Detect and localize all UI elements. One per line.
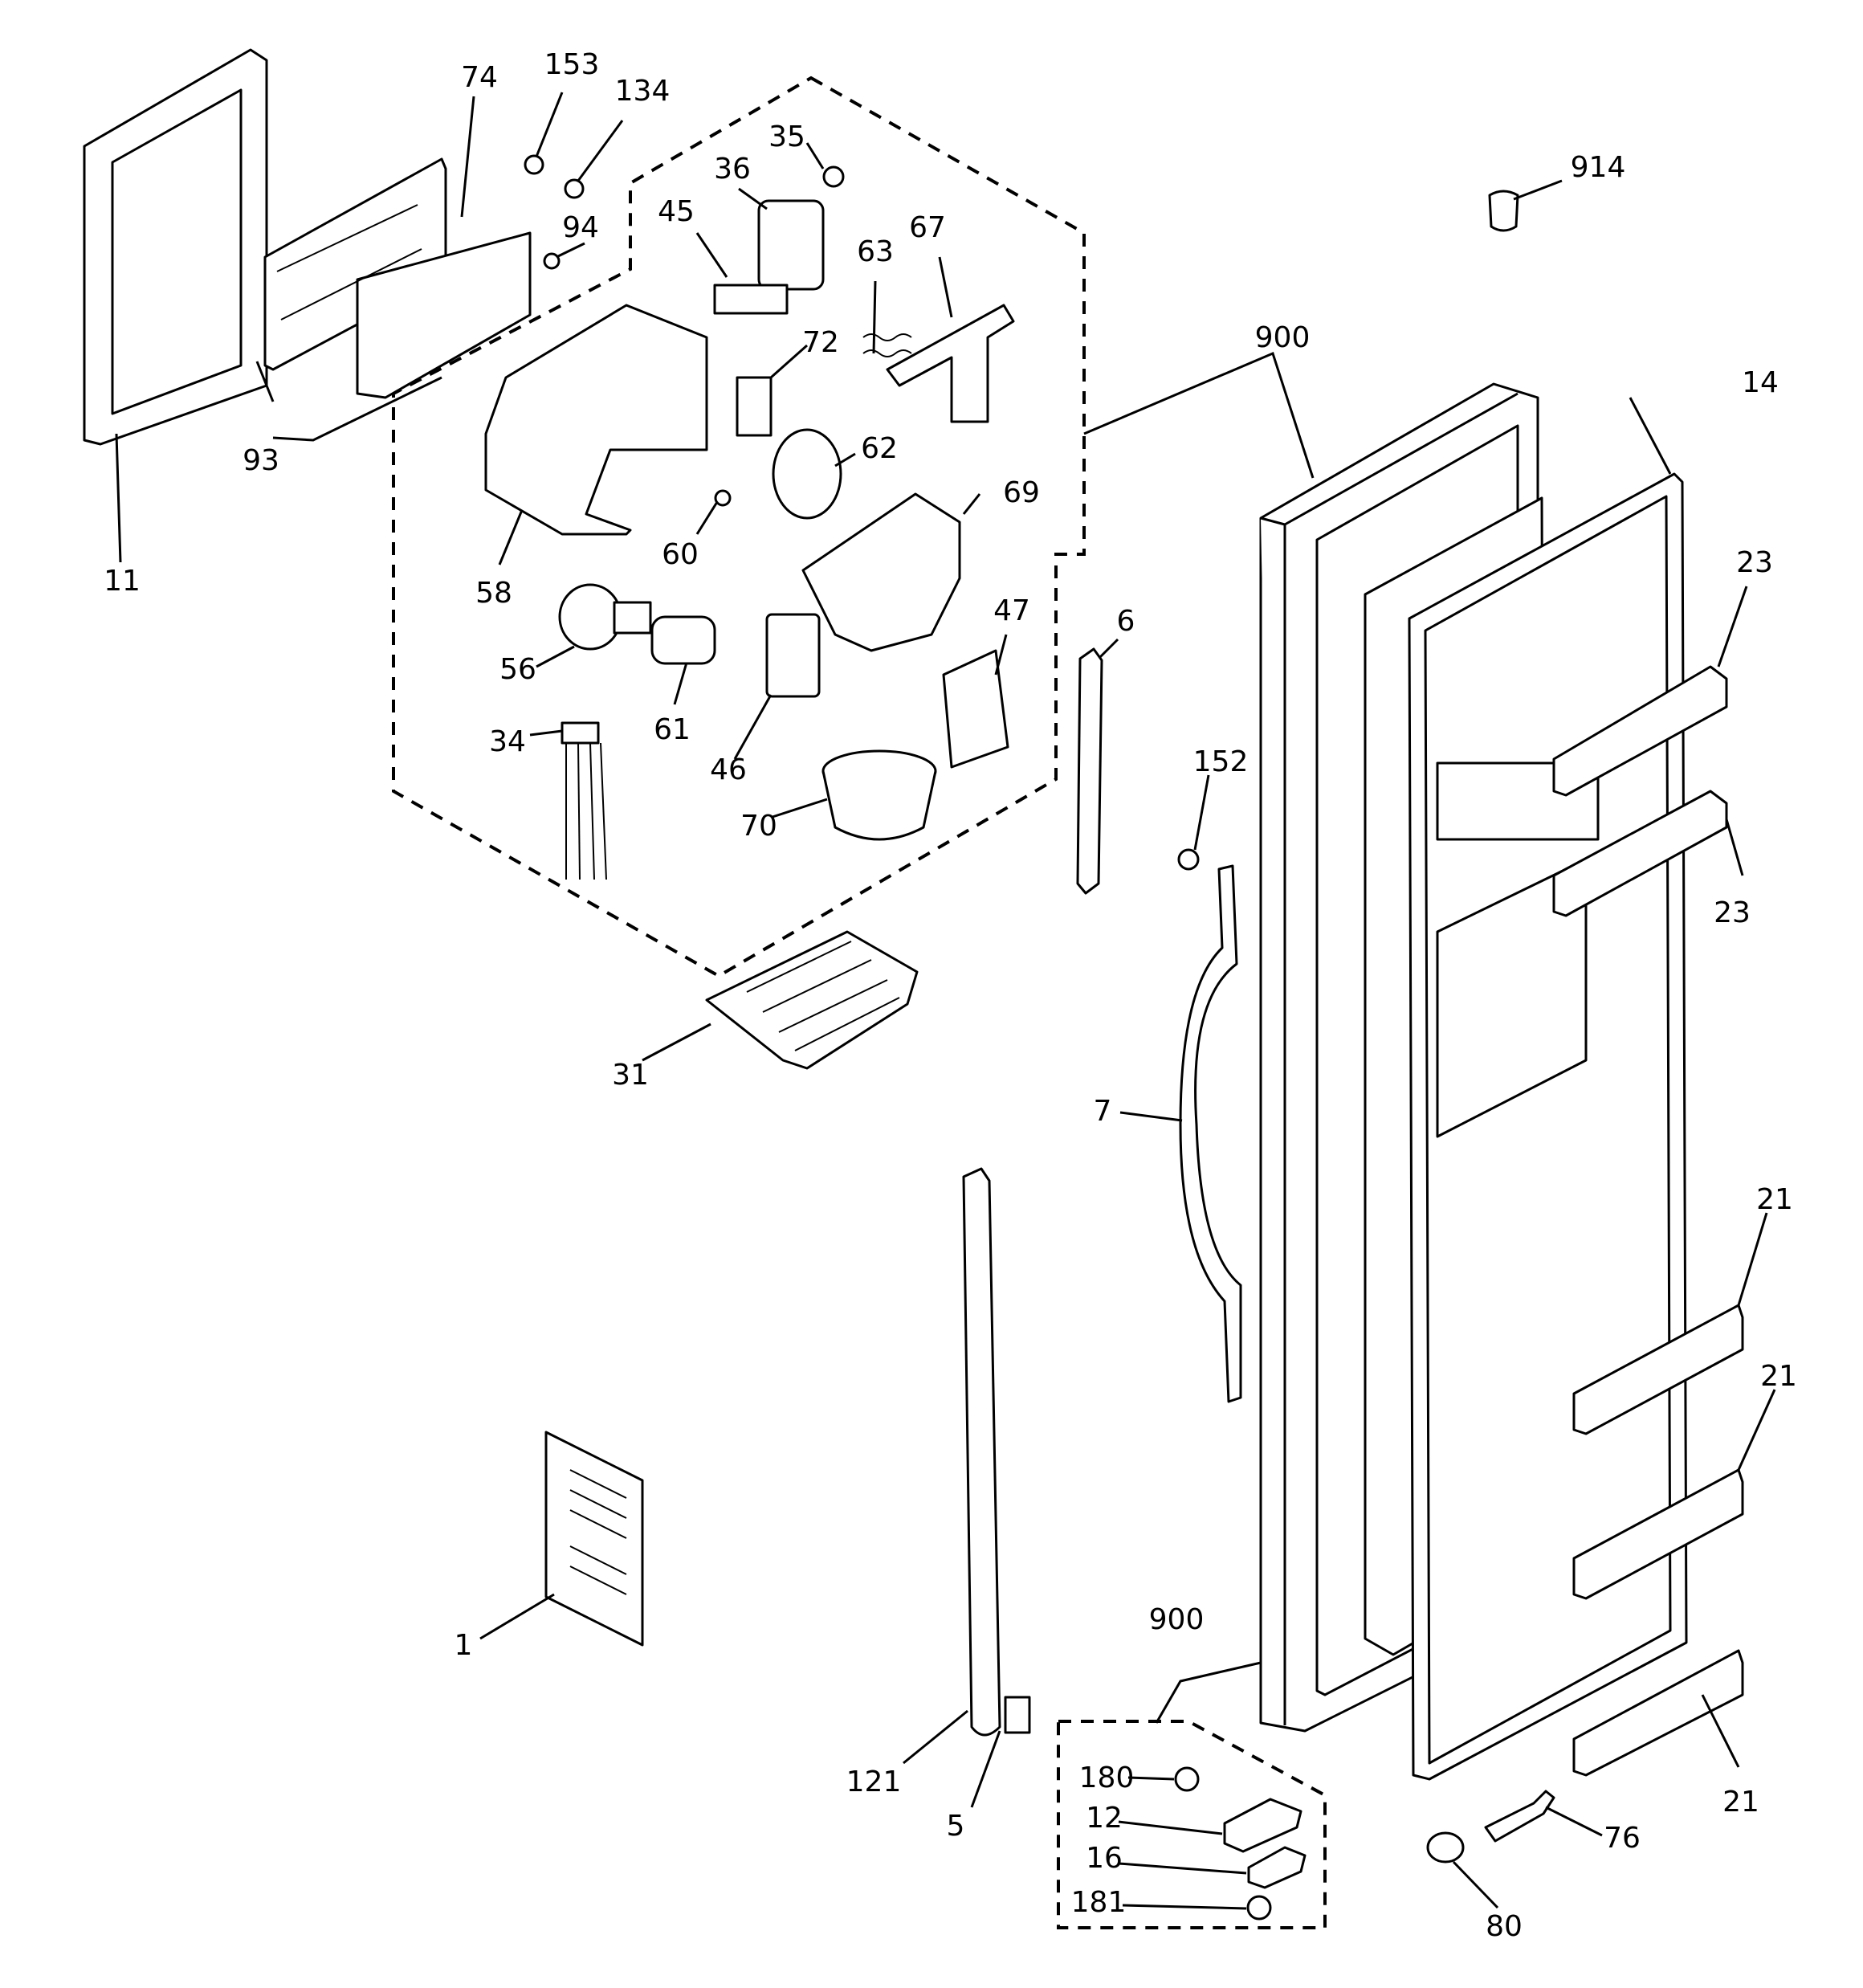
screw-134-part <box>564 178 585 199</box>
label-61: 61 <box>654 713 691 746</box>
screw-180-part <box>1174 1766 1200 1792</box>
label-1: 1 <box>455 1629 473 1662</box>
label-12: 12 <box>1086 1802 1123 1835</box>
label-900-bottom: 900 <box>1149 1603 1205 1636</box>
label-45: 45 <box>658 195 695 228</box>
label-134: 134 <box>615 75 671 108</box>
leader-lines <box>115 92 1776 1910</box>
label-47: 47 <box>993 594 1030 627</box>
lever-67-part <box>886 304 1015 423</box>
label-153: 153 <box>544 48 600 81</box>
label-181: 181 <box>1071 1886 1127 1919</box>
label-11: 11 <box>104 565 141 598</box>
label-35: 35 <box>768 120 805 153</box>
label-23-top: 23 <box>1736 546 1773 579</box>
owner-manual-1-part <box>544 1431 644 1647</box>
screw-60-part <box>714 489 732 507</box>
label-6: 6 <box>1117 605 1135 638</box>
label-914: 914 <box>1571 151 1626 184</box>
label-62: 62 <box>861 432 898 465</box>
drip-tray-31-part <box>705 930 919 1070</box>
water-tube-76-part <box>1484 1790 1555 1843</box>
label-94: 94 <box>562 211 599 244</box>
wire-harness-34-part <box>561 721 607 880</box>
label-58: 58 <box>475 577 512 610</box>
screw-35-part <box>822 165 845 188</box>
label-80: 80 <box>1486 1910 1523 1943</box>
bin-21-lower-part <box>1572 1649 1744 1777</box>
handle-7-part <box>1179 864 1242 1403</box>
label-93: 93 <box>243 444 279 477</box>
label-63: 63 <box>857 235 894 268</box>
screw-94-part <box>543 252 561 270</box>
label-900-top: 900 <box>1255 321 1311 354</box>
switch-72-part <box>736 376 773 437</box>
label-152: 152 <box>1193 745 1249 778</box>
label-180: 180 <box>1079 1761 1135 1794</box>
label-60: 60 <box>662 538 699 571</box>
bezel-frame-part <box>83 48 268 446</box>
screw-181-part <box>1246 1895 1272 1921</box>
label-21-a: 21 <box>1756 1183 1793 1216</box>
label-31: 31 <box>612 1059 649 1092</box>
label-5: 5 <box>947 1810 965 1843</box>
chute-flap-46-part <box>765 613 821 698</box>
cap-914-part <box>1488 190 1519 232</box>
trim-strip-6-part <box>1076 647 1103 895</box>
funnel-69-part <box>801 492 961 652</box>
label-76: 76 <box>1604 1822 1641 1855</box>
label-56: 56 <box>499 653 536 686</box>
ice-chute-housing-58-part <box>484 304 708 536</box>
bin-23-top-part <box>1552 665 1728 797</box>
label-70: 70 <box>740 810 777 843</box>
label-121: 121 <box>846 1766 902 1798</box>
label-69: 69 <box>1003 476 1040 509</box>
spring-63-part <box>862 333 912 357</box>
label-23-bottom: 23 <box>1714 896 1751 929</box>
label-16: 16 <box>1086 1842 1123 1875</box>
bracket-47-part <box>942 649 1009 769</box>
actuator-56-part <box>558 583 652 651</box>
solenoid-36-part <box>757 199 825 291</box>
ring-70-part <box>821 749 937 841</box>
screw-152-part <box>1177 848 1200 871</box>
bin-23-bottom-part <box>1552 790 1728 917</box>
label-21-b: 21 <box>1760 1360 1797 1393</box>
label-74: 74 <box>461 61 498 94</box>
screw-153-part <box>524 154 544 175</box>
label-36: 36 <box>714 153 751 186</box>
hinge-bushing-16-part <box>1247 1846 1307 1889</box>
fitting-80-part <box>1426 1831 1465 1863</box>
hinge-bracket-12-part <box>1223 1798 1302 1853</box>
window-frame-part <box>1436 858 1588 1138</box>
trim-strip-121-part <box>962 1167 1001 1737</box>
control-panel-part <box>263 157 532 399</box>
label-7: 7 <box>1094 1095 1112 1128</box>
cam-61-part <box>650 615 716 665</box>
dispenser-assembly-group-outline <box>392 76 1086 978</box>
bracket-45-part <box>713 284 789 315</box>
label-14: 14 <box>1742 366 1779 399</box>
label-34: 34 <box>489 725 526 758</box>
label-21-c: 21 <box>1722 1786 1759 1819</box>
label-46: 46 <box>710 753 747 786</box>
clip-5-part <box>1004 1696 1031 1734</box>
label-67: 67 <box>909 211 946 244</box>
cover-62-part <box>772 428 842 520</box>
label-72: 72 <box>802 326 839 359</box>
